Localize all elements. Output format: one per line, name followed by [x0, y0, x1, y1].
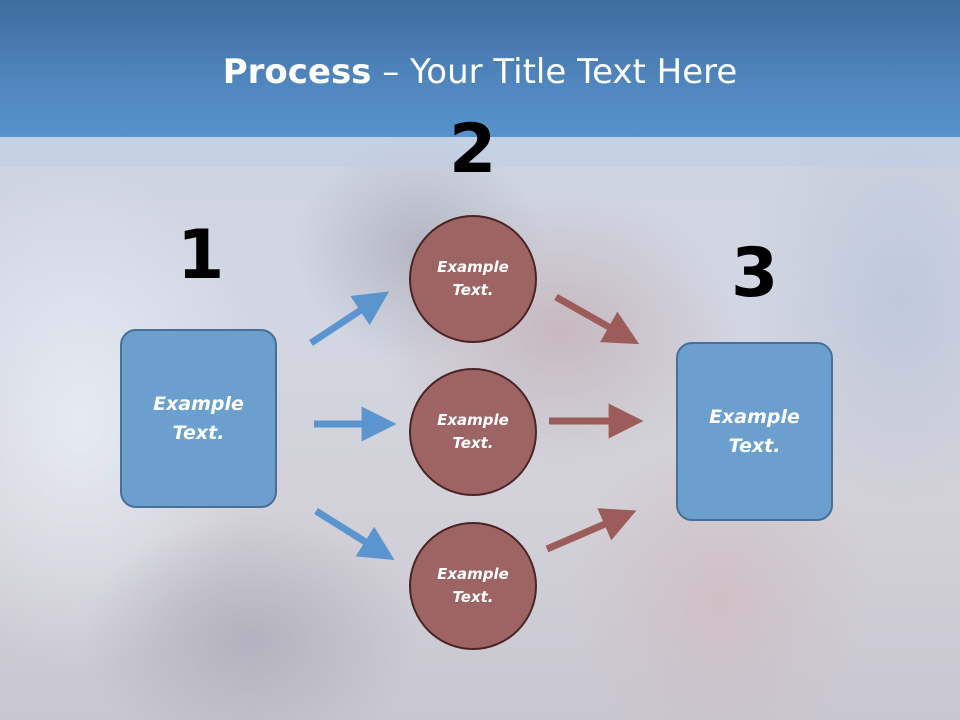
step-number-1: 1: [177, 216, 225, 295]
red-arrow-down: [554, 293, 640, 345]
right-box-line1: Example: [709, 405, 800, 428]
circle-top-line1: Example: [437, 258, 509, 276]
title-rest: – Your Title Text Here: [371, 52, 738, 92]
process-circle-top: Example Text.: [409, 215, 537, 343]
blue-arrow-down: [314, 508, 395, 561]
red-arrow-up: [545, 508, 637, 553]
title-bold: Process: [222, 52, 372, 92]
blue-arrow-up: [309, 291, 390, 346]
circle-middle-line2: Text.: [452, 434, 494, 452]
slide-title: Process – Your Title Text Here: [0, 52, 960, 92]
process-circle-bottom: Example Text.: [409, 522, 537, 650]
title-bar-band: [0, 137, 960, 167]
circle-top-line2: Text.: [452, 281, 494, 299]
process-circle-middle: Example Text.: [409, 368, 537, 496]
right-process-box: Example Text.: [676, 342, 833, 521]
circle-middle-line1: Example: [437, 411, 509, 429]
circle-bottom-line1: Example: [437, 565, 509, 583]
left-box-line2: Text.: [172, 421, 225, 444]
step-number-2: 2: [449, 110, 497, 189]
left-box-line1: Example: [153, 392, 244, 415]
left-process-box: Example Text.: [120, 329, 277, 508]
title-bar: [0, 0, 960, 137]
circle-bottom-line2: Text.: [452, 588, 494, 606]
step-number-3: 3: [731, 234, 779, 313]
right-box-line2: Text.: [728, 434, 781, 457]
